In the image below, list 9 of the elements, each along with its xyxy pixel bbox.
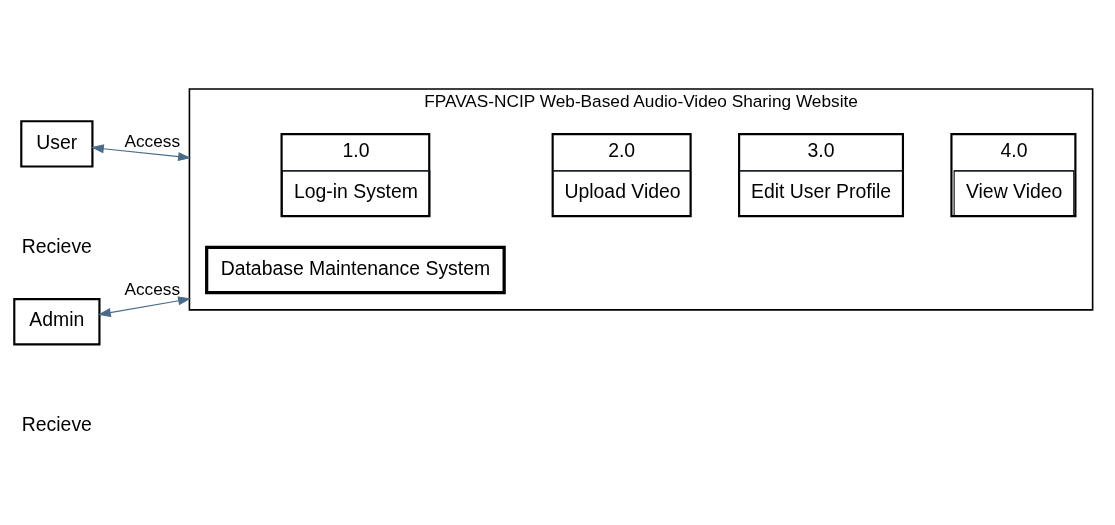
node-box: Admin [13,297,101,345]
edge-label: Access [124,278,181,299]
edge-label: Access [124,130,181,151]
label: Recieve [21,412,92,435]
arrow [97,295,192,317]
node-box: Database Maintenance System [205,245,506,294]
arrow [90,143,192,161]
node-box: User [20,119,94,168]
label: Recieve [21,234,92,257]
